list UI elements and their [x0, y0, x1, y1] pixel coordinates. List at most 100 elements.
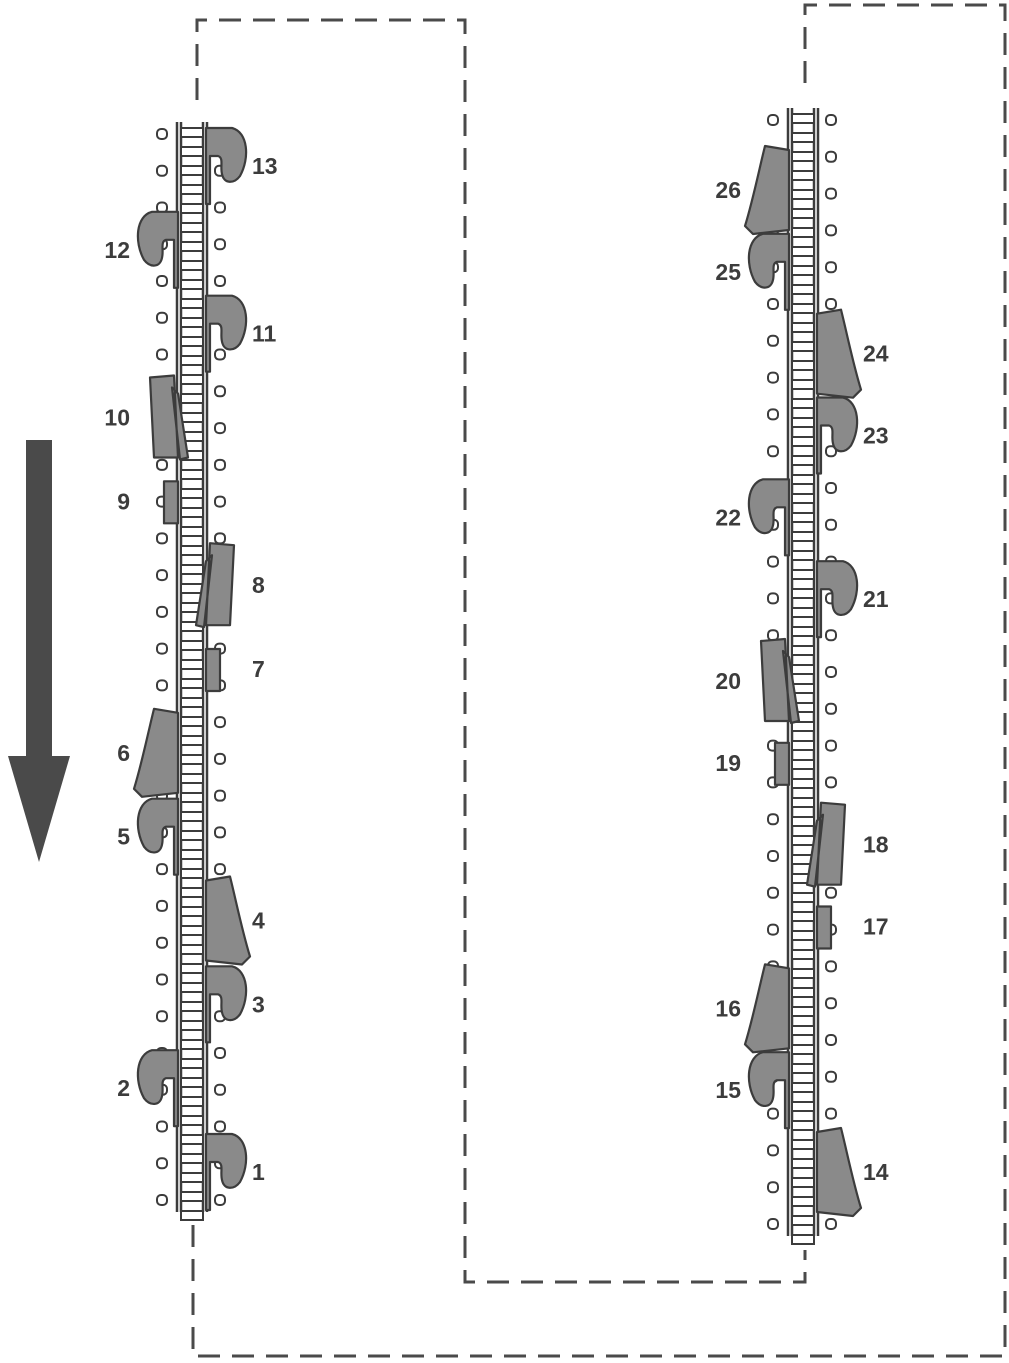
chain-link-rung — [180, 412, 204, 423]
cutter-tooth — [747, 478, 791, 557]
chain-link-rung — [180, 735, 204, 746]
chain-link-rung — [791, 379, 815, 390]
cutter-tooth — [148, 374, 190, 461]
chain-link-rung — [791, 930, 815, 941]
chain-link-rung — [791, 778, 815, 789]
chain-link-rung — [180, 317, 204, 328]
chain-link-rung — [180, 184, 204, 195]
cutter-wedge-4 — [204, 875, 252, 966]
chain-link-rung — [791, 1234, 815, 1245]
chain-link-rung — [180, 146, 204, 157]
chain-link-rung — [180, 298, 204, 309]
chain-rivet — [767, 1181, 779, 1194]
cutter-hook-3 — [204, 965, 248, 1044]
chain-link-rung — [180, 1210, 204, 1221]
chain-rivet — [156, 1157, 168, 1170]
chain-link-rung — [791, 474, 815, 485]
chain-link-rung — [180, 1115, 204, 1126]
chain-link-rung — [791, 1025, 815, 1036]
chain-rivet — [214, 1120, 226, 1133]
chain-link-rung — [791, 949, 815, 960]
chain-link-rung — [791, 569, 815, 580]
cutter-angled-20 — [759, 637, 801, 725]
chain-rivet — [767, 850, 779, 862]
chain-link-rung — [180, 203, 204, 214]
cutter-hook-23 — [815, 396, 859, 475]
chain-link-rung — [791, 208, 815, 219]
chain-link-rung — [180, 165, 204, 176]
chain-link-rung — [180, 792, 204, 803]
chain-rivet — [767, 408, 779, 421]
chain-link-rung — [180, 1077, 204, 1088]
chain-rivet — [156, 899, 168, 912]
chain-rivet — [767, 1144, 779, 1157]
chain-rivet — [214, 1083, 226, 1096]
chain-link-rung — [180, 963, 204, 974]
chain-rivet — [767, 1218, 779, 1230]
chain-link-rung — [180, 336, 204, 347]
chain-link-rung — [180, 526, 204, 537]
chain-rivet — [767, 592, 779, 605]
chain-link-rung — [180, 1058, 204, 1069]
cutter-hook-25 — [747, 232, 791, 311]
chain-rivet — [156, 569, 168, 582]
cutter-tooth — [815, 905, 833, 950]
chain-link-rung — [791, 797, 815, 808]
chain-rivet — [214, 348, 226, 361]
chain-link-rung — [180, 678, 204, 689]
cutter-tooth — [773, 741, 791, 786]
cutter-number-label: 6 — [117, 740, 130, 766]
outer-dashed-loop — [191, 3, 1007, 1358]
chain-rivet — [214, 422, 226, 435]
cutter-number-label: 24 — [863, 341, 889, 367]
chain-link-rung — [180, 222, 204, 233]
cutter-tooth — [204, 875, 252, 966]
chain-rivet — [825, 886, 837, 899]
cutter-hook-15 — [747, 1051, 791, 1130]
chain-rivet — [767, 371, 779, 384]
chain-link-rung — [180, 127, 204, 138]
cutter-tooth — [815, 308, 863, 399]
chain-link-rung — [180, 1001, 204, 1012]
chain-rivet — [156, 1120, 168, 1133]
cutter-hook-22 — [747, 478, 791, 557]
cutter-tooth — [759, 637, 801, 725]
chain-link-rung — [791, 835, 815, 846]
chain-link-rung — [791, 455, 815, 466]
chain-link-rung — [791, 284, 815, 295]
chain-rivet — [825, 150, 837, 163]
cutter-hook-13 — [204, 126, 248, 206]
chain-link-rung — [791, 417, 815, 428]
chain-rivet — [767, 555, 779, 568]
cutter-tooth — [194, 542, 236, 629]
down-arrow-icon — [8, 440, 70, 862]
chain-link-rung — [791, 1139, 815, 1150]
chain-rivet — [825, 1070, 837, 1083]
chain-link-rung — [791, 436, 815, 447]
chain-link-rung — [180, 374, 204, 385]
cutter-number-label: 10 — [104, 405, 130, 431]
chain-rivet — [214, 238, 226, 251]
chain-rivet — [767, 1107, 779, 1120]
cutter-tooth — [204, 294, 248, 373]
cutter-tooth — [132, 707, 180, 798]
cutter-hook-12 — [136, 210, 180, 289]
chain-rivet — [825, 997, 837, 1010]
chain-link-rung — [791, 341, 815, 352]
chain-link-rung — [180, 1134, 204, 1145]
chain-loop-dashed-outlines — [191, 3, 1007, 1358]
chain-rivet — [156, 973, 168, 986]
chain-link-rung — [180, 393, 204, 404]
chain-rivet — [825, 224, 837, 237]
cutter-number-label: 18 — [863, 832, 889, 858]
chain-link-rung — [791, 360, 815, 371]
chain-link-rung — [180, 564, 204, 575]
cutter-number-label: 15 — [715, 1077, 741, 1103]
chain-rivet — [156, 458, 168, 471]
chain-rivet — [156, 348, 168, 361]
chain-link-rung — [791, 322, 815, 333]
chain-link-rung — [791, 1044, 815, 1055]
chain-link-rung — [791, 170, 815, 181]
